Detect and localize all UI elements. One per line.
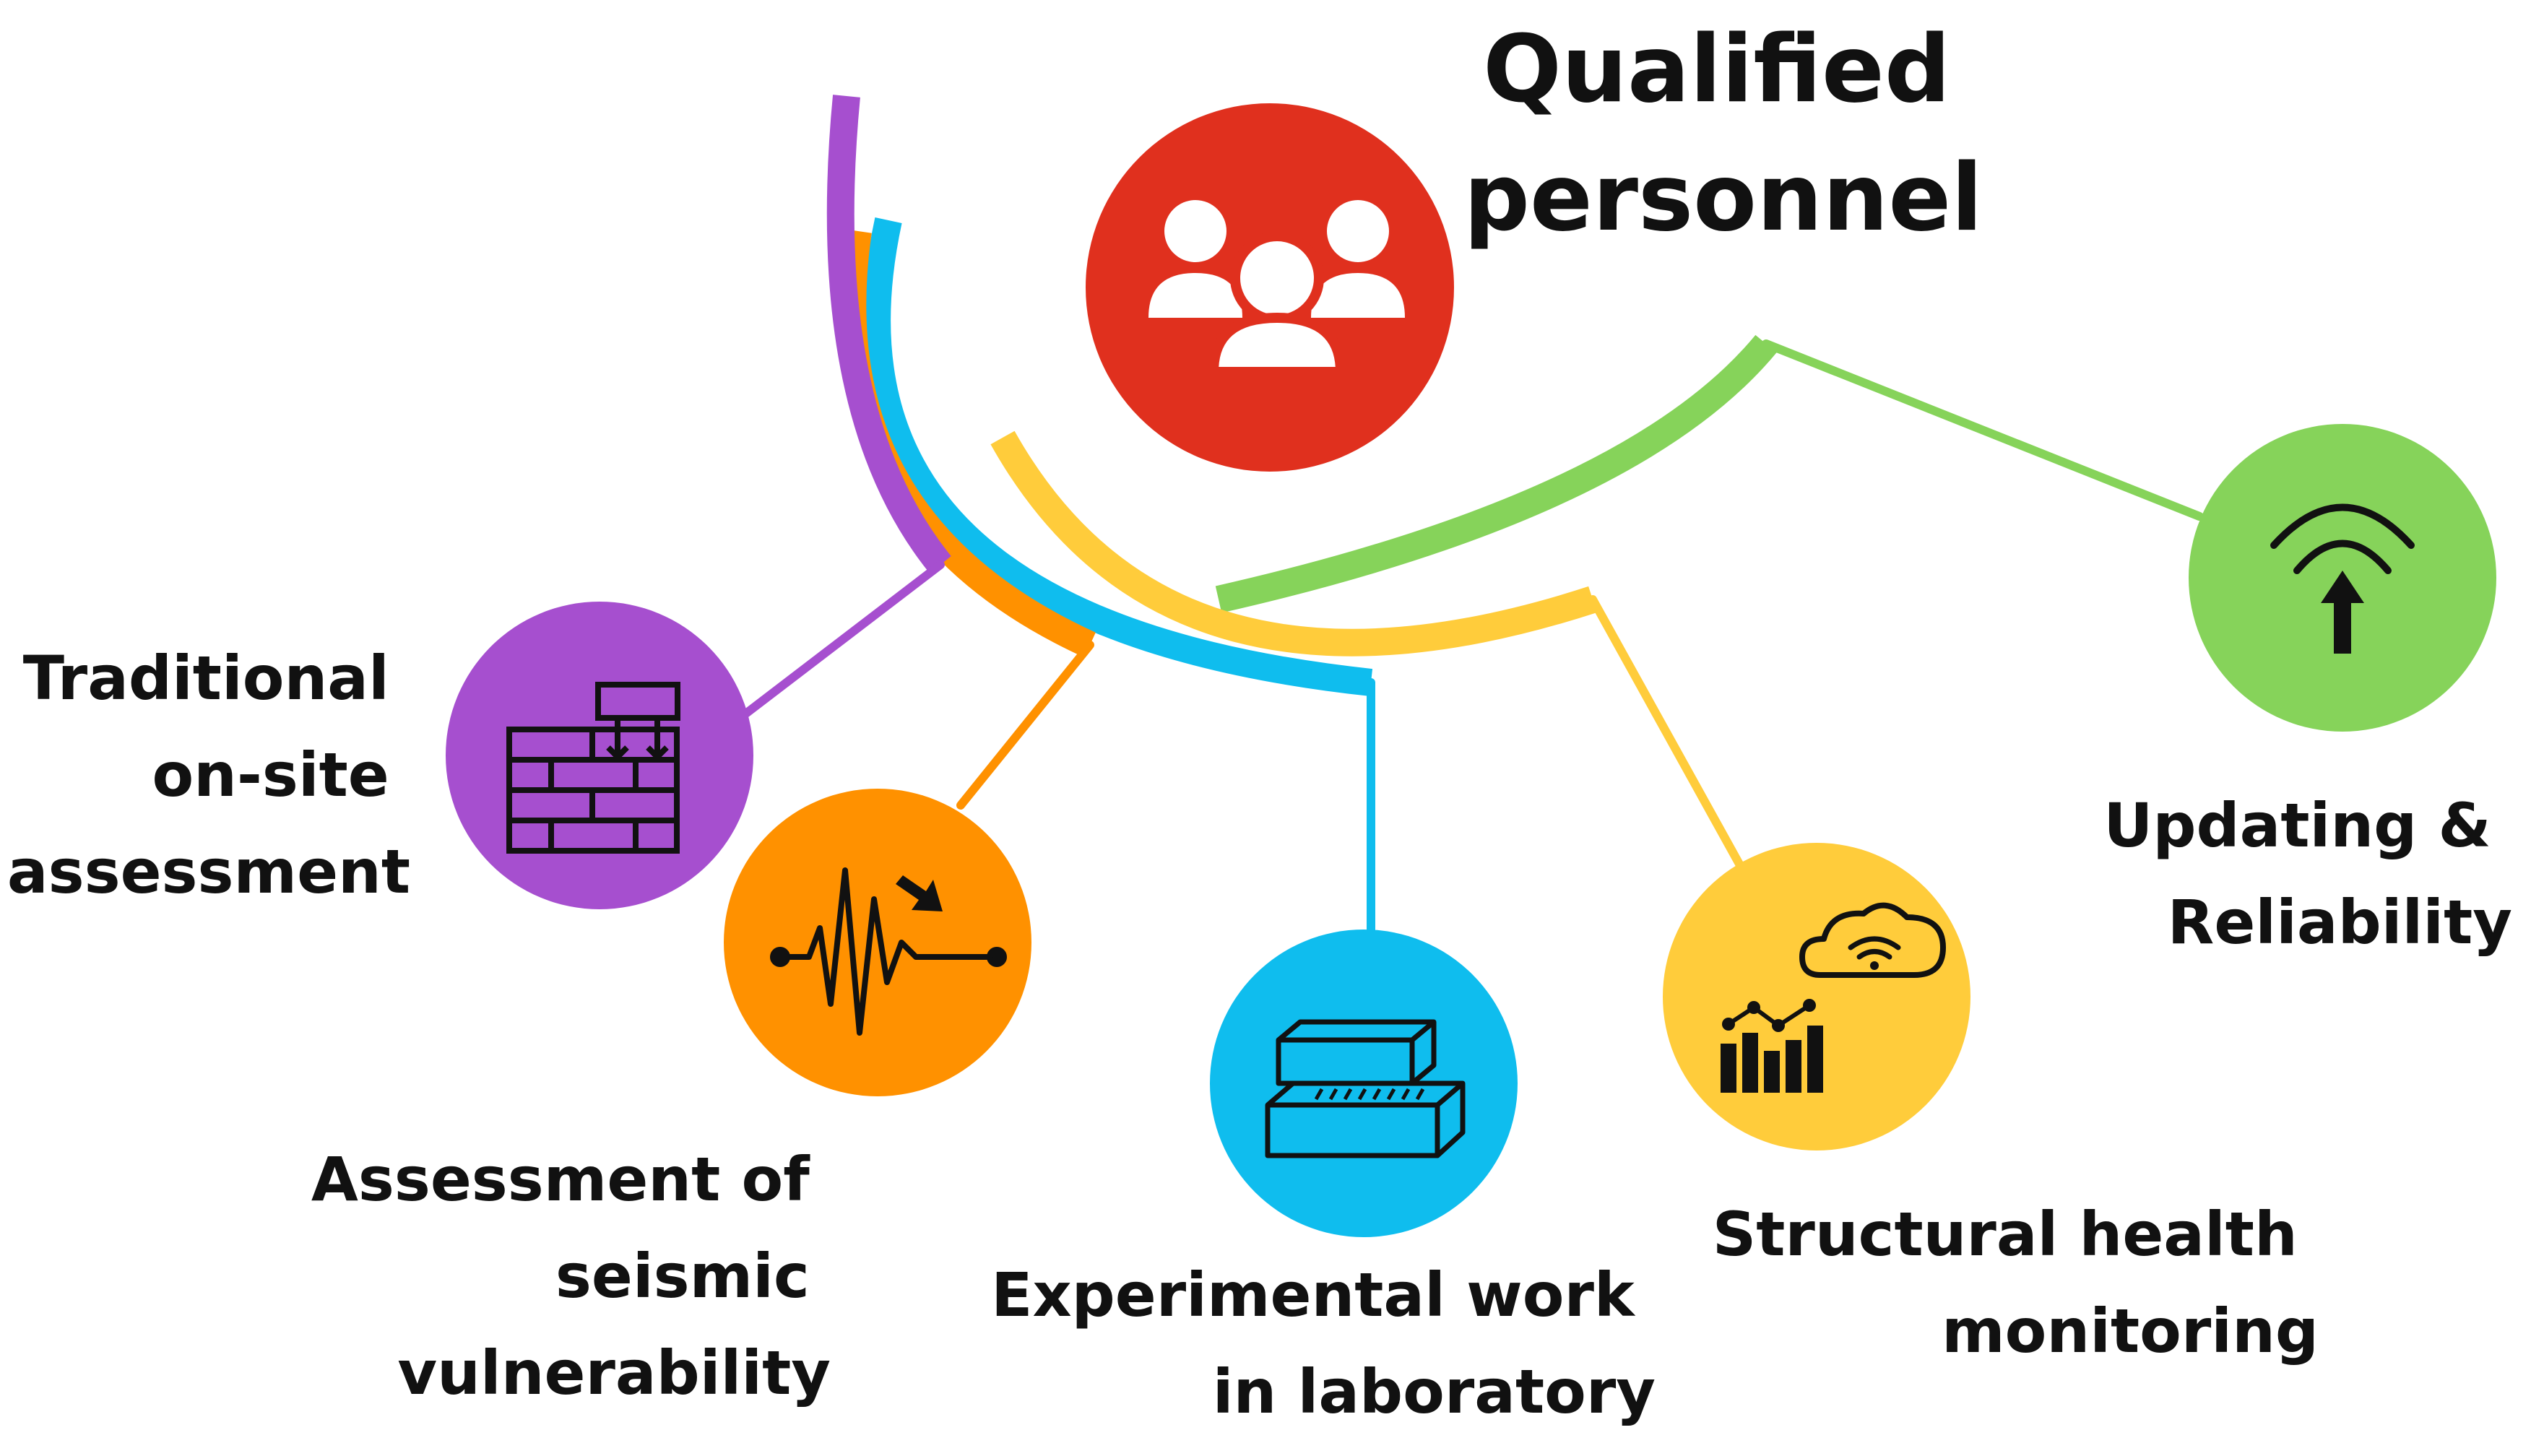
central-title-line1: Qualified (1483, 16, 1950, 124)
seismograph-icon (770, 867, 1007, 1036)
connector-seismic (956, 641, 1094, 810)
node-traditional (446, 602, 753, 909)
connector-traditional (740, 560, 945, 719)
connector-updating (1762, 339, 2204, 521)
label-traditional: Traditional on-site assessment (7, 643, 410, 907)
central-title-line2: personnel (1463, 144, 1983, 252)
label-experimental-line1: Experimental work (991, 1260, 1636, 1330)
seismic-arrow-icon (896, 875, 943, 911)
node-updating (2189, 424, 2496, 732)
circle-traditional (446, 602, 753, 909)
signal-upload-icon (2270, 503, 2415, 574)
up-arrow-icon (2321, 571, 2364, 654)
label-monitoring-line2: monitoring (1942, 1296, 2319, 1366)
label-seismic: Assessment of seismic vulnerability (311, 1144, 831, 1408)
node-seismic (724, 789, 1031, 1096)
label-experimental-line2: in laboratory (1213, 1356, 1656, 1427)
label-traditional-line1: Traditional (23, 643, 389, 714)
connector-group (740, 339, 2204, 936)
people-group-icon (1148, 200, 1405, 377)
label-updating-line2: Reliability (2168, 887, 2512, 958)
connector-monitoring (1588, 595, 1745, 871)
label-updating: Updating & Reliability (2103, 790, 2512, 958)
node-experimental (1210, 930, 1518, 1237)
label-updating-line1: Updating & (2103, 790, 2491, 861)
arc-experimental (863, 217, 1373, 696)
central-title: Qualified personnel (1463, 16, 1983, 252)
brick-wall-icon (506, 682, 680, 854)
circle-seismic (724, 789, 1031, 1096)
label-monitoring-line1: Structural health (1713, 1199, 2298, 1270)
label-seismic-line1: Assessment of (311, 1144, 810, 1215)
label-seismic-line3: vulnerability (397, 1338, 831, 1408)
arc-group (826, 95, 1777, 696)
central-node (1086, 103, 1454, 472)
node-monitoring (1663, 843, 1970, 1150)
arc-traditional (826, 95, 951, 573)
circle-monitoring (1663, 843, 1970, 1150)
label-traditional-line2: on-site (152, 740, 389, 810)
label-experimental: Experimental work in laboratory (991, 1260, 1656, 1427)
label-monitoring: Structural health monitoring (1713, 1199, 2319, 1366)
bricks-icon (1265, 1019, 1466, 1158)
cloud-chart-icon (1721, 902, 1946, 1093)
label-seismic-line2: seismic (555, 1241, 810, 1312)
arc-monitoring (990, 430, 1597, 656)
label-traditional-line3: assessment (7, 836, 410, 907)
arc-updating (1215, 334, 1777, 613)
